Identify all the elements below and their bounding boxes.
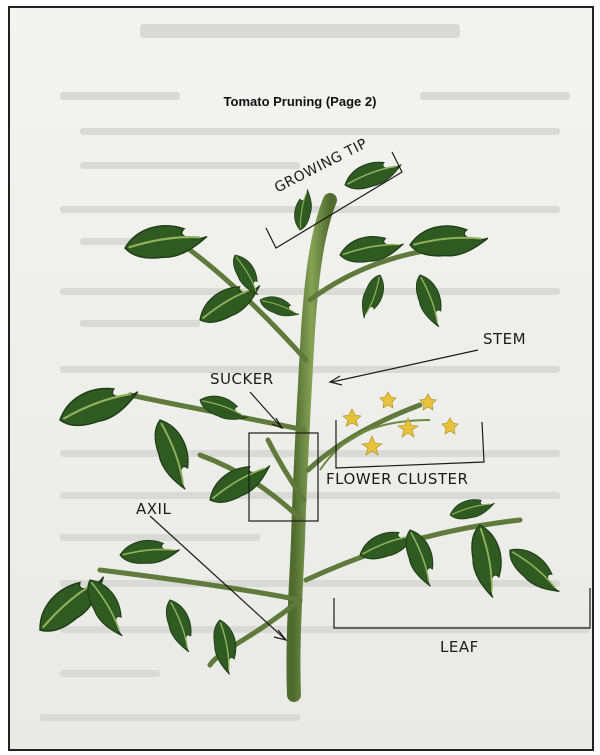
flower-cluster-art: [320, 392, 458, 470]
label-flower-cluster: FLOWER CLUSTER: [326, 470, 468, 488]
leaf-bracket: [334, 588, 590, 628]
label-leaf: LEAF: [440, 638, 479, 656]
label-stem: STEM: [483, 330, 526, 348]
label-sucker: SUCKER: [210, 370, 274, 388]
main-stem: [293, 200, 330, 695]
faded-background-text: [40, 24, 590, 721]
page-title: Tomato Pruning (Page 2): [0, 94, 600, 109]
label-axil: AXIL: [136, 500, 171, 518]
